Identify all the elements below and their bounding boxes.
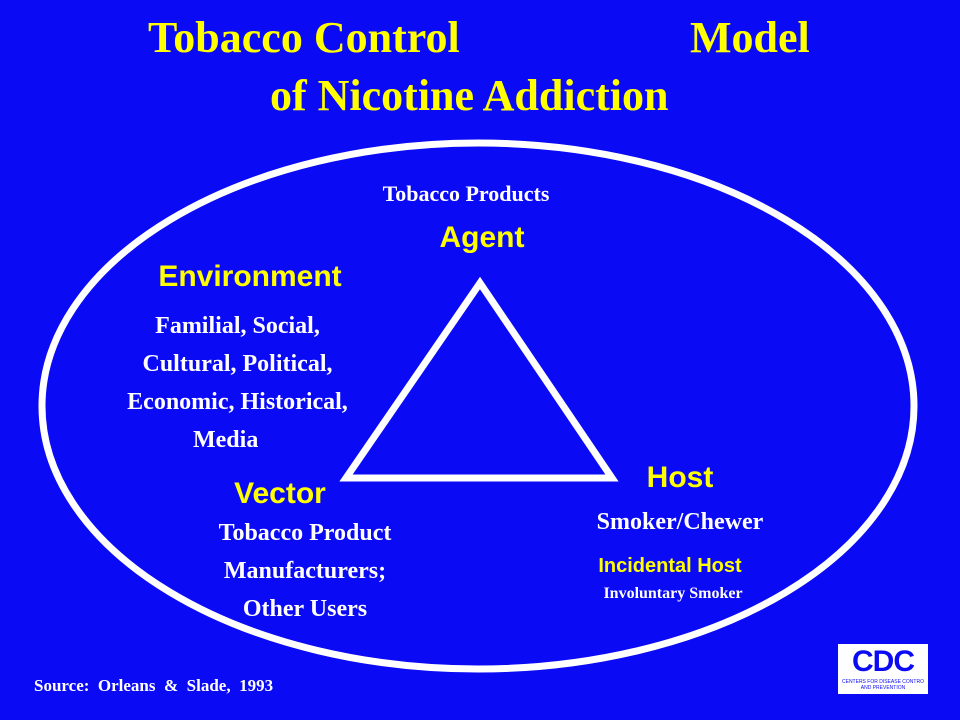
agent-detail: Tobacco Products: [382, 181, 550, 206]
host-detail: Smoker/Chewer: [596, 509, 764, 535]
outer-ellipse: [38, 139, 918, 673]
environment-detail: Familial, Social, Cultural, Political, E…: [80, 307, 395, 459]
vector-detail-line: Manufacturers;: [223, 558, 387, 584]
title-line1-right: Model: [690, 13, 810, 62]
cdc-logo-line: CENTERS FOR DISEASE CONTROL: [842, 679, 924, 685]
vector-label: Vector: [234, 477, 326, 510]
vector-detail-line: Tobacco Product: [218, 520, 392, 546]
vector-detail: Tobacco Product Manufacturers; Other Use…: [170, 514, 440, 628]
agent-label: Agent: [439, 221, 525, 254]
cdc-logo: CDC CENTERS FOR DISEASE CONTROL AND PREV…: [838, 644, 928, 694]
incidental-host-detail: Involuntary Smoker: [603, 585, 743, 602]
environment-detail-line: Familial, Social,: [155, 313, 320, 339]
epidemiologic-triangle: [339, 276, 619, 482]
environment-label: Environment: [158, 260, 342, 293]
environment-detail-line: Economic, Historical,: [127, 389, 348, 415]
host-label: Host: [646, 461, 714, 494]
incidental-host-label: Incidental Host: [598, 555, 742, 577]
vector-detail-line: Other Users: [242, 596, 368, 622]
cdc-logo-line: AND PREVENTION: [860, 685, 906, 691]
cdc-logo-letters: CDC: [852, 645, 915, 678]
environment-detail-line: Media: [193, 427, 259, 453]
title-line1-left: Tobacco Control: [148, 13, 460, 62]
source-citation: Source: Orleans & Slade, 1993: [34, 676, 274, 695]
title-line2: of Nicotine Addiction: [270, 71, 669, 120]
environment-detail-line: Cultural, Political,: [142, 351, 333, 377]
